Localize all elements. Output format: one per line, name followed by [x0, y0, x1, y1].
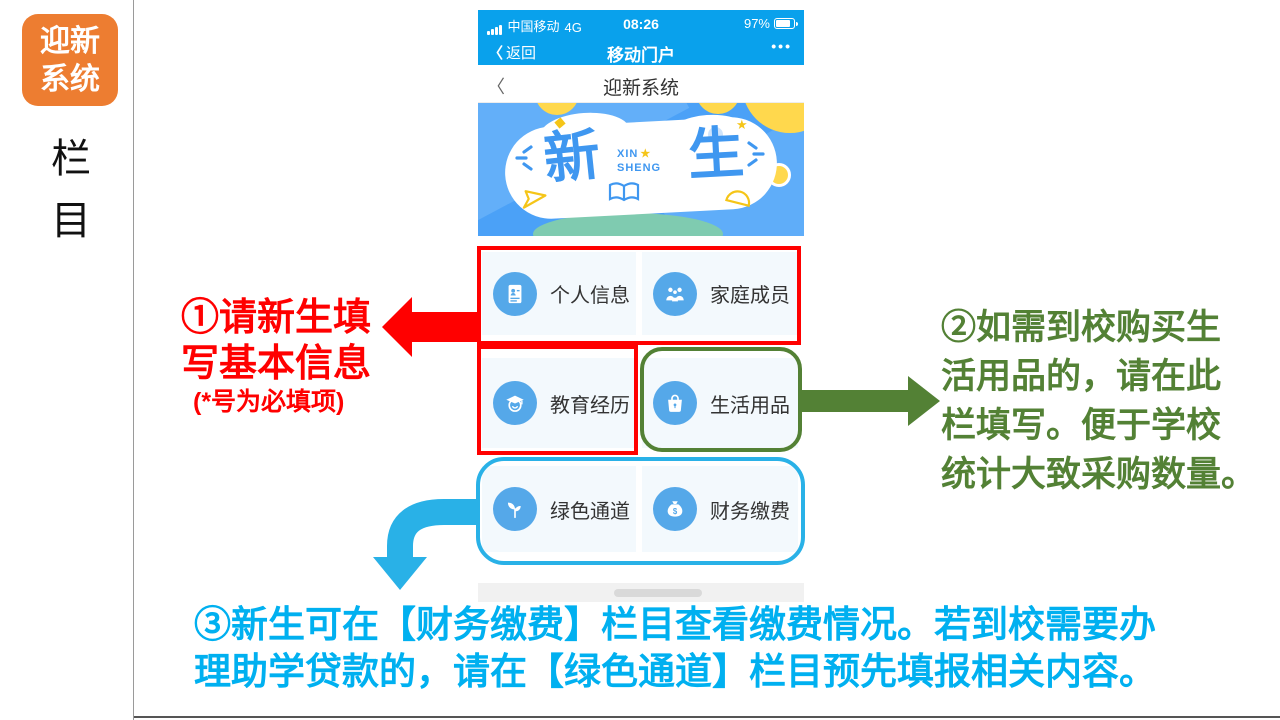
id-card-icon [493, 271, 537, 316]
step2-line4: 统计大致采购数量。 [941, 455, 1257, 494]
step3-text: ③新生可在【财务缴费】栏目查看缴费情况。若到校需要办 理助学贷款的，请在【绿色通… [140, 601, 1210, 695]
badge-line1: 迎新 [40, 25, 100, 58]
cyan-elbow-arrow [387, 499, 476, 560]
clock: 08:26 [623, 16, 659, 32]
welcome-banner: 新 XIN★ SHENG 生 ★ [478, 103, 804, 236]
vertical-divider [133, 0, 134, 720]
menu-item-daily-necessities[interactable]: 生活用品 [642, 358, 798, 448]
module-badge: 迎新 系统 [22, 14, 118, 106]
menu-item-education-history[interactable]: 教育经历 [482, 358, 636, 448]
star-icon: ★ [736, 117, 748, 132]
sprout-icon [493, 487, 537, 531]
banner-teal-wave [533, 213, 723, 236]
carrier-label: 中国移动 [507, 19, 560, 34]
section-vertical-label: 栏目 [51, 137, 91, 243]
red-highlight-box-top [477, 246, 801, 345]
step2-line1: ②如需到校购买生 [941, 308, 1222, 347]
menu-item-label: 教育经历 [550, 394, 630, 417]
family-icon [653, 271, 697, 316]
step2-line3: 栏填写。便于学校 [941, 406, 1222, 445]
battery-percent: 97% [743, 16, 770, 31]
menu-item-green-channel[interactable]: 绿色通道 [482, 466, 636, 552]
nav-title: 移动门户 [607, 46, 675, 65]
badge-line2: 系统 [40, 63, 100, 96]
step2-line2: 活用品的，请在此 [941, 357, 1222, 396]
step3-line1: ③新生可在【财务缴费】栏目查看缴费情况。若到校需要办 [194, 604, 1156, 645]
red-highlight-box-left [477, 345, 638, 455]
page-back-chevron-icon[interactable]: 〈 [487, 77, 505, 97]
rays-left-icon [514, 143, 536, 178]
menu-item-family-members[interactable]: 家庭成员 [642, 252, 798, 335]
menu-item-financial-payment[interactable]: $ 财务缴费 [642, 466, 798, 552]
banner-pinyin-top: XIN [617, 148, 639, 160]
banner-char-sheng: 生 [686, 120, 746, 187]
banner-yellow-circle [535, 103, 579, 115]
cyan-arrow-head [373, 557, 427, 590]
menu-item-label: 个人信息 [550, 285, 630, 307]
book-icon [606, 181, 642, 210]
signal-icon [487, 24, 502, 35]
step2-text: ②如需到校购买生 活用品的，请在此 栏填写。便于学校 统计大致采购数量。 [941, 303, 1256, 499]
status-right: 97% [743, 16, 798, 31]
step1-text-line3: (*号为必填项) [193, 388, 345, 416]
shopping-bag-icon [653, 381, 697, 425]
menu-item-label: 绿色通道 [550, 500, 630, 523]
network-label: 4G [564, 20, 582, 35]
nav-back-label: 返回 [506, 45, 537, 62]
green-arrow [802, 376, 940, 426]
paper-plane-icon [519, 185, 550, 216]
phone-status-bar: 中国移动 4G 08:26 97% [478, 10, 804, 37]
partial-next-row-text [614, 589, 702, 597]
rays-right-icon [744, 139, 766, 174]
status-left: 中国移动 4G [487, 16, 582, 35]
step1-text-line2: 写基本信息 [181, 343, 372, 385]
green-highlight-box [640, 347, 802, 452]
phone-nav-bar: 移动门户 〈 返回 ••• [478, 37, 804, 65]
cyan-highlight-box [476, 457, 805, 565]
banner-char-xin: 新 [540, 122, 604, 191]
back-chevron-icon: 〈 [488, 45, 504, 62]
page-title: 迎新系统 [602, 78, 679, 99]
banner-pinyin-bottom: SHENG [617, 162, 662, 174]
menu-item-personal-info[interactable]: 个人信息 [482, 252, 636, 335]
banner-yellow-circle [696, 103, 740, 114]
bottom-divider [134, 716, 1280, 718]
app-page-header: 迎新系统 〈 [478, 65, 804, 103]
svg-text:$: $ [673, 507, 678, 516]
red-arrow [382, 297, 477, 357]
star-icon: ★ [640, 148, 651, 160]
money-bag-icon: $ [653, 487, 697, 531]
menu-item-label: 生活用品 [710, 394, 790, 417]
banner-pinyin: XIN★ SHENG [617, 147, 661, 175]
step1-text-line1: ①请新生填 [181, 297, 372, 339]
step3-line2: 理助学贷款的，请在【绿色通道】栏目预先填报相关内容。 [194, 651, 1156, 692]
graduation-cap-icon [493, 381, 537, 425]
fan-icon [723, 185, 755, 213]
battery-icon [774, 18, 798, 29]
menu-item-label: 财务缴费 [710, 500, 790, 523]
banner-bubble-icon [706, 125, 725, 144]
menu-item-label: 家庭成员 [710, 285, 790, 307]
nav-back-button[interactable]: 〈 返回 [488, 42, 536, 63]
more-icon[interactable]: ••• [771, 38, 792, 54]
